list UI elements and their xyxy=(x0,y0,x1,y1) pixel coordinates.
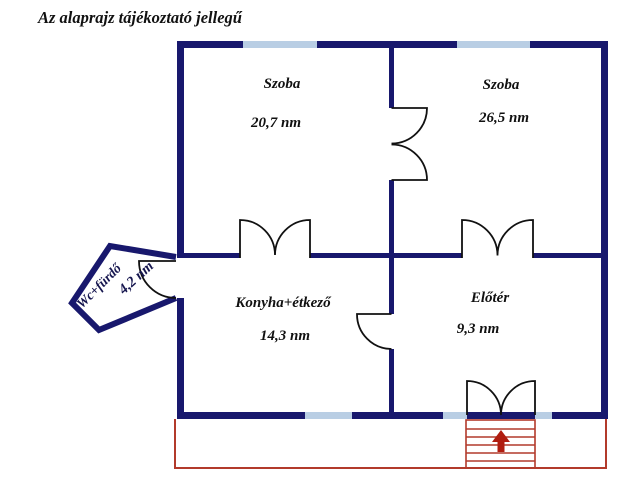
room-label-bedroom2: Szoba xyxy=(483,77,520,93)
doors xyxy=(138,107,536,416)
window xyxy=(535,412,552,419)
room-area-kitchen: 14,3 nm xyxy=(260,328,310,344)
terrace-outline xyxy=(174,419,607,469)
door-swing-between-bedrooms xyxy=(391,107,428,181)
up-arrow-icon xyxy=(492,430,510,452)
room-label-bedroom1: Szoba xyxy=(264,76,301,92)
room-area-bedroom1: 20,7 nm xyxy=(250,115,301,131)
room-area-bedroom2: 26,5 nm xyxy=(478,110,529,126)
room-area-hall: 9,3 nm xyxy=(457,321,500,337)
room-label-hall: Előtér xyxy=(470,290,509,306)
staircase xyxy=(465,419,536,469)
window xyxy=(305,412,352,419)
door-swing-bedroom2-hall xyxy=(461,219,534,258)
windows xyxy=(243,41,552,419)
door-swing-entrance xyxy=(466,380,536,416)
window xyxy=(443,412,467,419)
annex-wall xyxy=(68,242,178,334)
window xyxy=(243,41,317,48)
interior-walls xyxy=(184,48,601,412)
window xyxy=(457,41,530,48)
stair-outline xyxy=(465,419,536,469)
door-swing-bathroom xyxy=(138,260,177,299)
door-swing-kitchen-hall xyxy=(356,313,392,350)
page-title: Az alaprajz tájékoztató jellegű xyxy=(37,8,243,27)
room-label-kitchen: Konyha+étkező xyxy=(234,295,332,311)
door-swing-bedroom1-kitchen xyxy=(239,219,311,258)
